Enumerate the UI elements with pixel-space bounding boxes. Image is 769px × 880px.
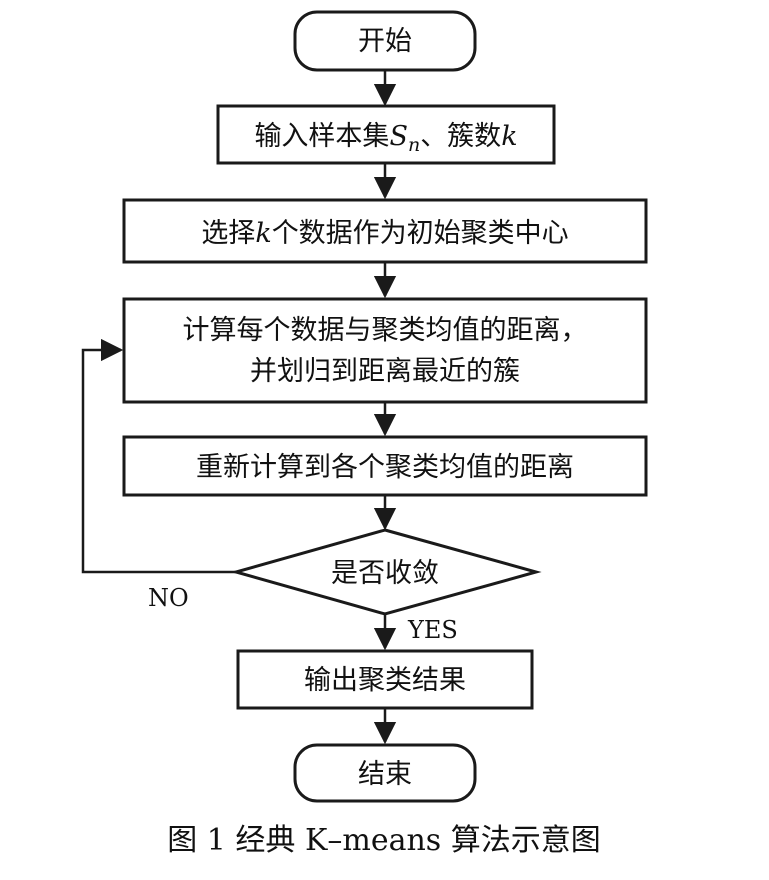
output-label: 输出聚类结果: [304, 665, 466, 696]
input-label-var2: k: [501, 121, 517, 152]
figure-caption: 图 1 经典 K–means 算法示意图: [167, 823, 600, 858]
output-node: 输出聚类结果: [236, 649, 534, 710]
input-label-prefix: 输入样本集: [254, 121, 389, 152]
no-label: NO: [148, 584, 189, 612]
select-label-prefix: 选择: [201, 218, 255, 249]
input-node: 输入样本集Sn、簇数k: [216, 104, 556, 165]
select-label-var: k: [255, 218, 271, 249]
start-label: 开始: [358, 26, 412, 57]
end-node: 结束: [293, 743, 477, 803]
select-node: 选择k个数据作为初始聚类中心: [122, 198, 648, 264]
compute-label-line2: 并划归到距离最近的簇: [250, 356, 520, 387]
compute-node: 计算每个数据与聚类均值的距离， 并划归到距离最近的簇: [122, 297, 648, 404]
decision-node: 是否收敛: [230, 528, 542, 616]
end-label: 结束: [358, 759, 412, 790]
compute-label-line1: 计算每个数据与聚类均值的距离，: [183, 315, 588, 346]
select-label-suffix: 个数据作为初始聚类中心: [272, 218, 569, 249]
input-label-sub: n: [408, 134, 420, 156]
input-label-mid: 、簇数: [420, 121, 501, 152]
recompute-node: 重新计算到各个聚类均值的距离: [122, 435, 648, 497]
input-label: 输入样本集Sn、簇数k: [254, 121, 517, 156]
decision-label: 是否收敛: [331, 558, 439, 589]
select-label: 选择k个数据作为初始聚类中心: [201, 218, 568, 249]
yes-label: YES: [407, 616, 458, 644]
edge-decision-no-loop: [81, 338, 236, 574]
start-node: 开始: [293, 10, 477, 72]
input-label-var: S: [389, 121, 408, 152]
recompute-label: 重新计算到各个聚类均值的距离: [196, 452, 574, 483]
